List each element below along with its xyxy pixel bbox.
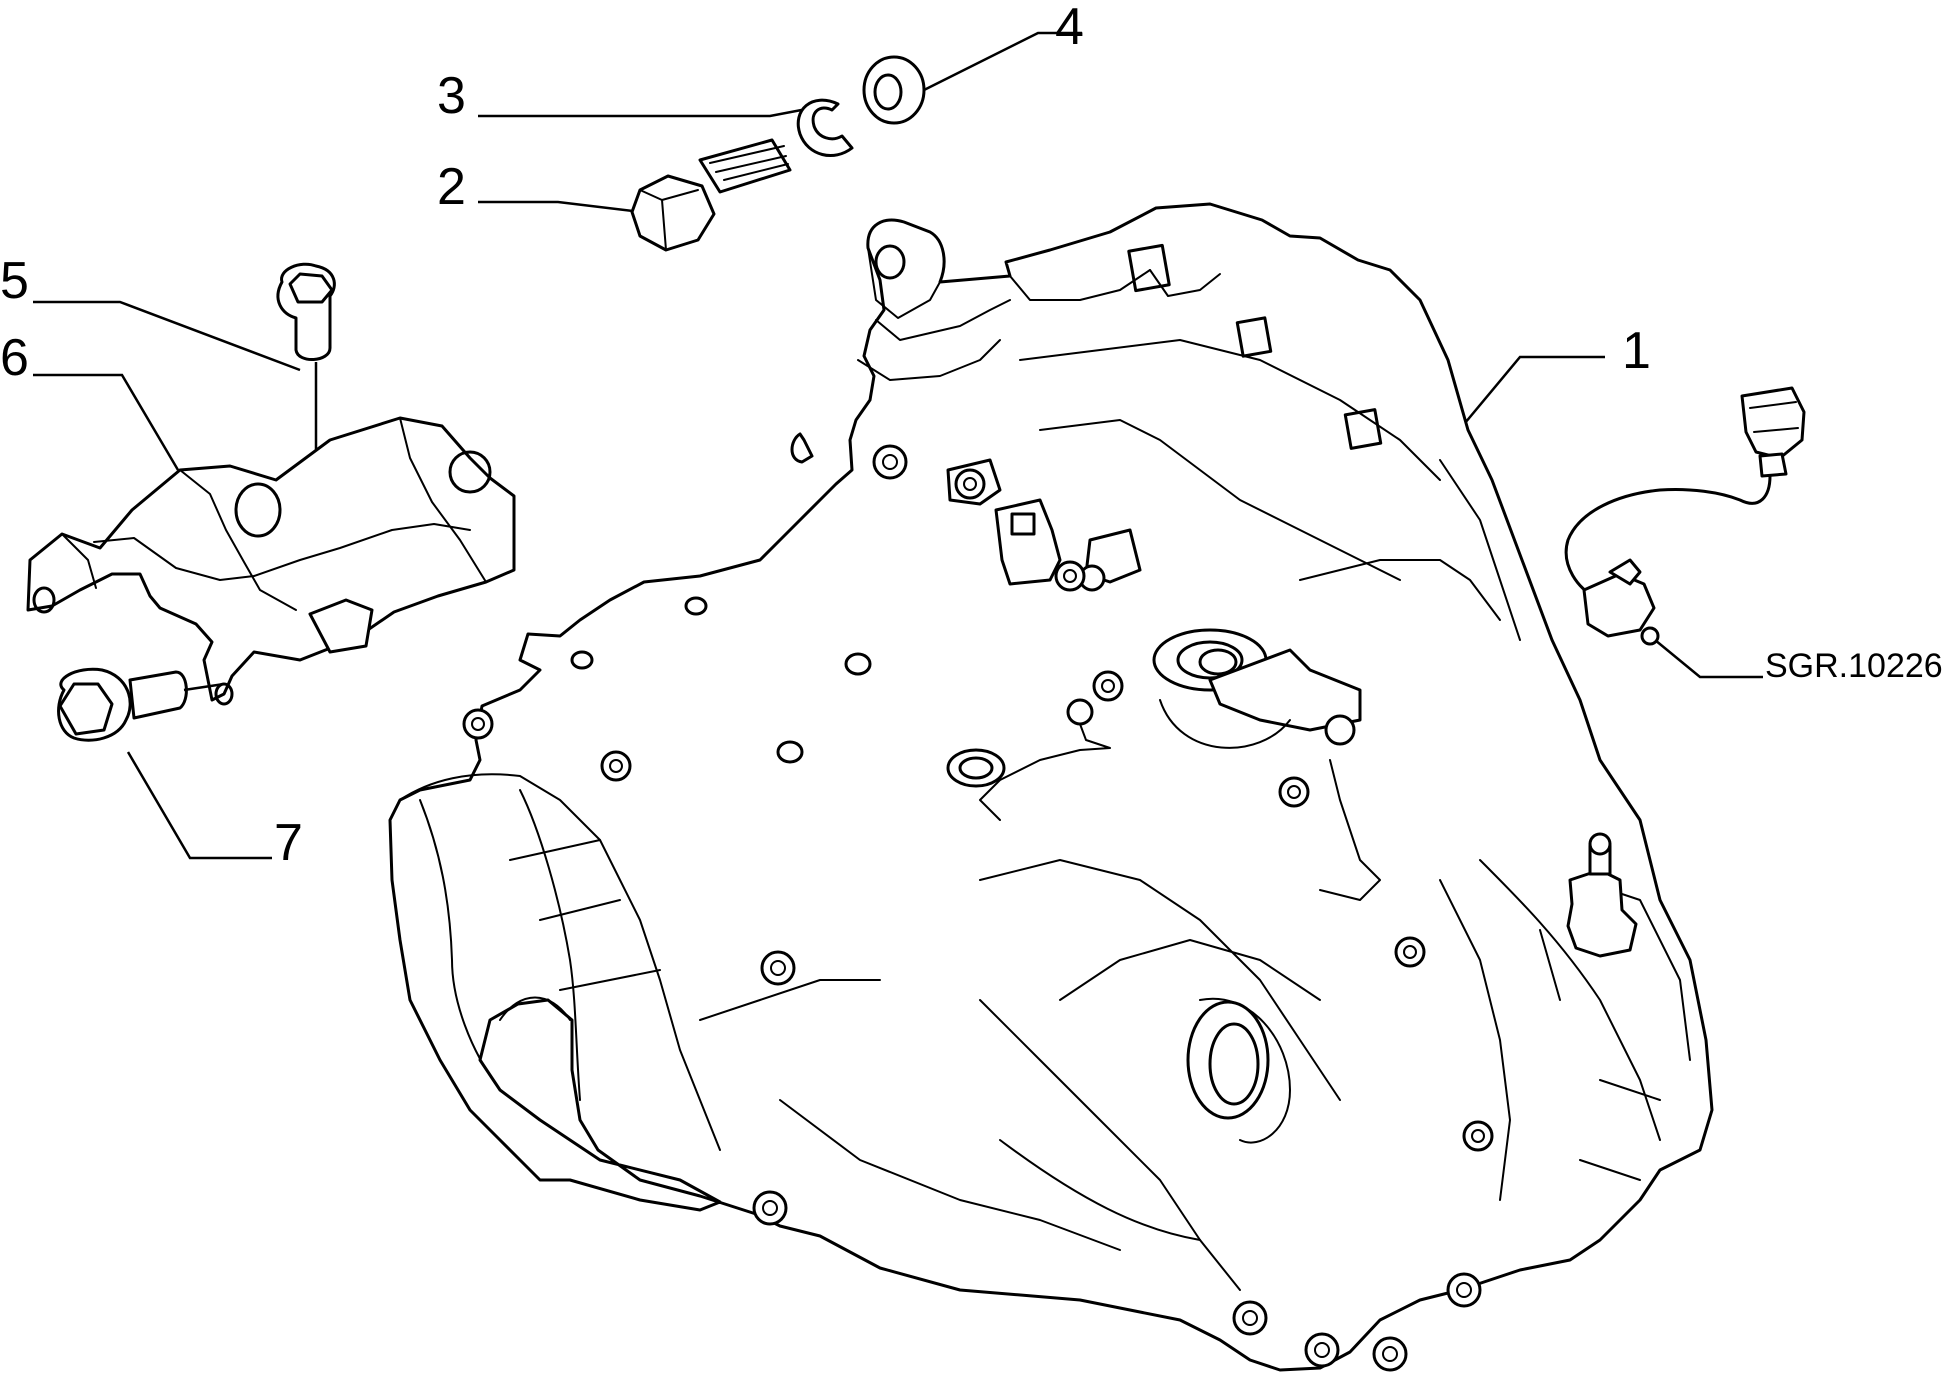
bracket-part-6 (26, 416, 516, 706)
housing-bolts (462, 444, 1494, 1372)
callout-4-leader (919, 31, 1082, 94)
callout-3-leader (478, 106, 813, 118)
callout-6-label: 6 (0, 329, 29, 387)
callout-5-label: 5 (0, 252, 29, 310)
bolt-part-7 (57, 667, 225, 742)
callout-2: 2 (437, 158, 651, 216)
callout-7-leader (126, 751, 272, 860)
callout-2-label: 2 (437, 158, 466, 216)
reference-code: SGR.10226 (1654, 639, 1943, 685)
bolt-part-5 (276, 262, 336, 474)
callout-4: 4 (919, 0, 1084, 94)
callout-5-leader (33, 300, 301, 372)
washer-part-4 (862, 55, 926, 125)
callout-3: 3 (437, 67, 813, 125)
callout-1-label: 1 (1622, 322, 1651, 380)
bolt-part-2 (630, 138, 792, 252)
reference-code-leader (1654, 639, 1763, 679)
gearbox-housing-part-1 (388, 202, 1714, 1372)
callout-3-label: 3 (437, 67, 466, 125)
callout-6: 6 (0, 329, 180, 471)
callout-6-leader (33, 373, 180, 471)
callout-2-leader (478, 200, 651, 215)
callout-1: 1 (1454, 322, 1651, 436)
callout-7: 7 (126, 751, 303, 872)
callout-1-leader (1454, 355, 1605, 436)
reference-code-label: SGR.10226 (1765, 647, 1943, 685)
speed-sensor (1564, 386, 1806, 646)
callout-4-label: 4 (1055, 0, 1084, 56)
callout-7-label: 7 (274, 814, 303, 872)
lock-washer-part-3 (796, 98, 854, 157)
callout-5: 5 (0, 252, 301, 372)
